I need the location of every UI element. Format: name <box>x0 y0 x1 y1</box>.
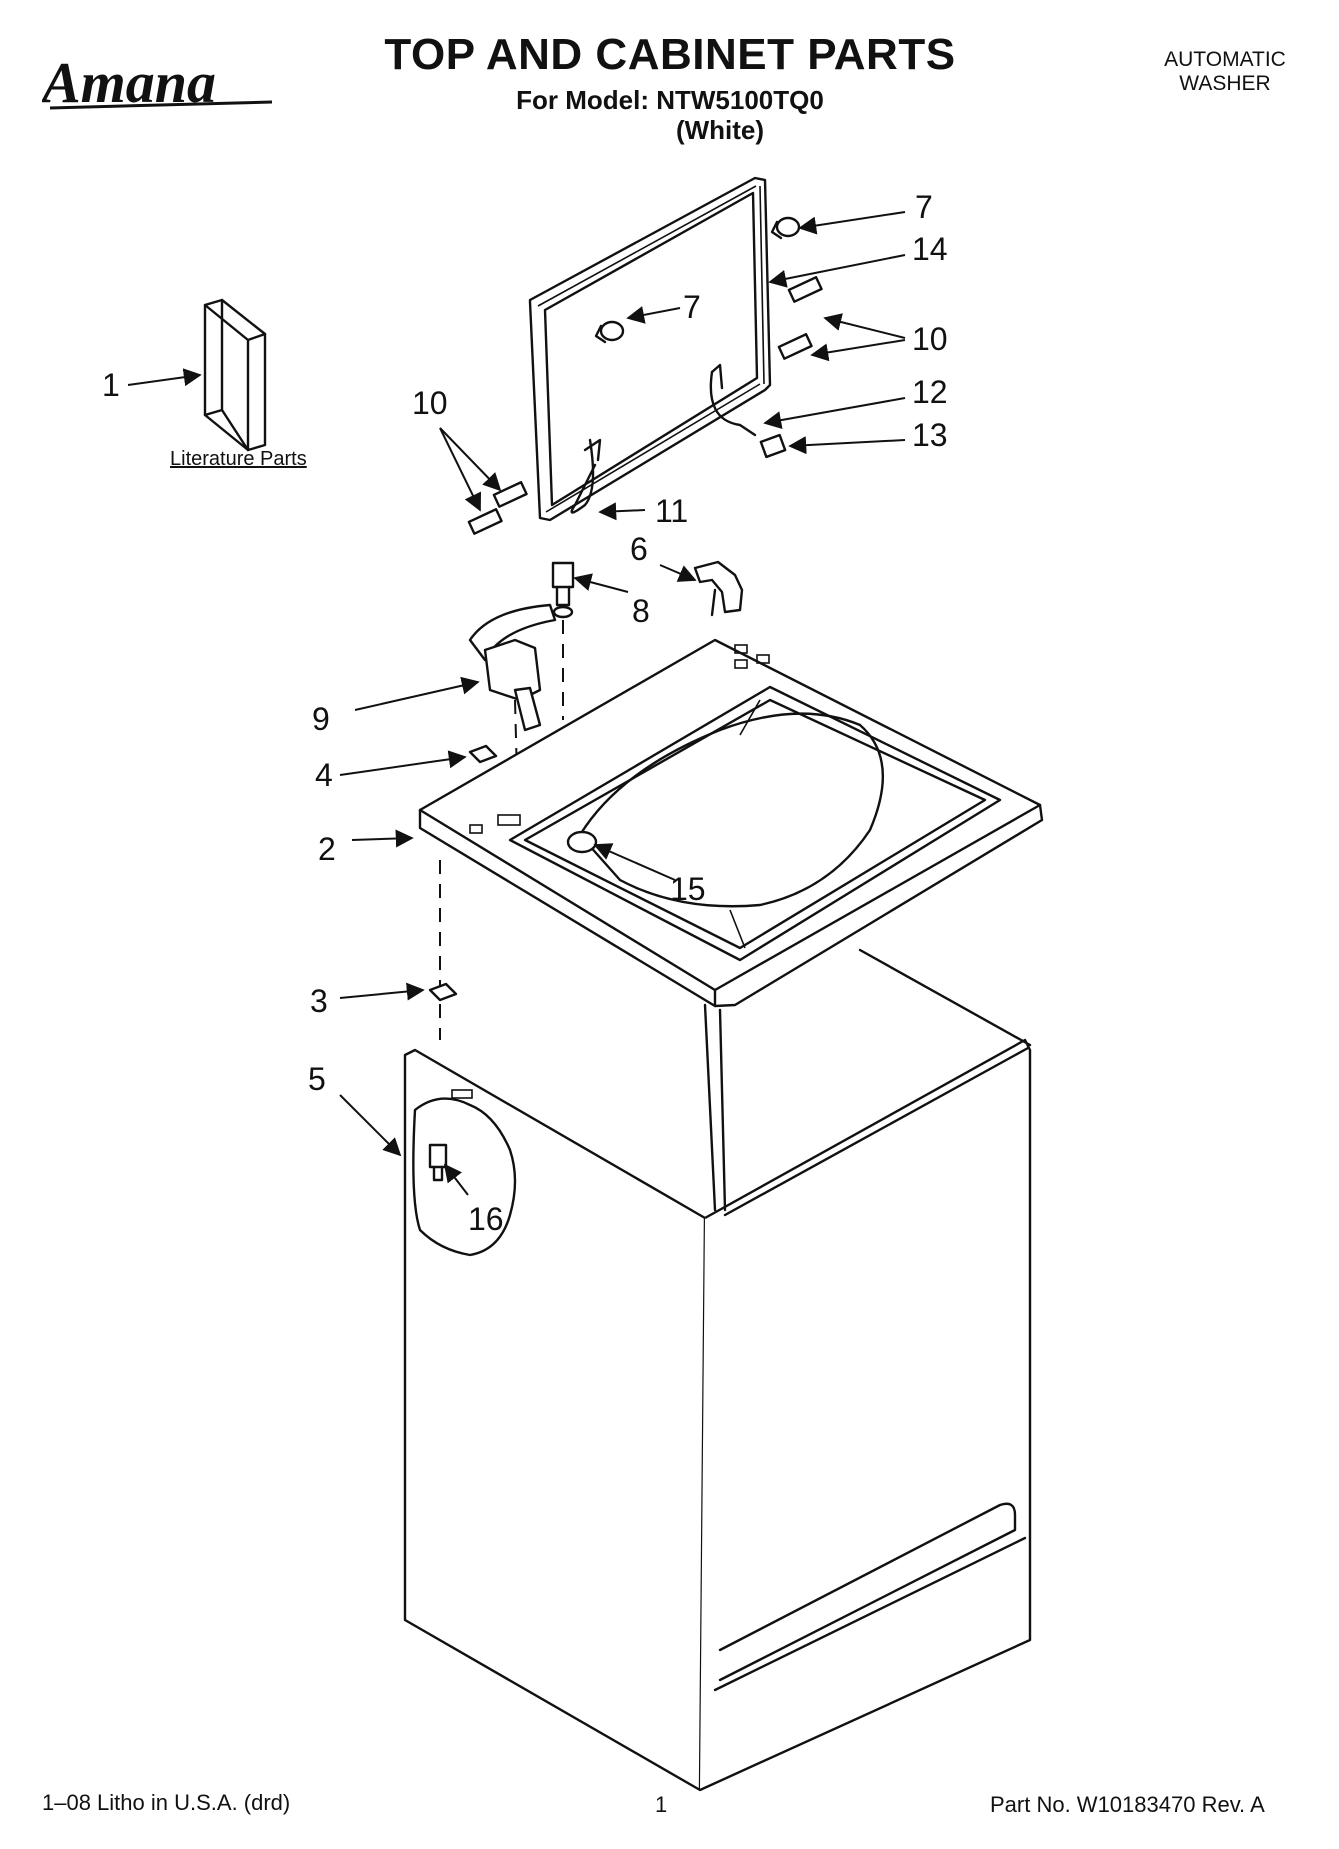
hinge-clip <box>693 560 744 617</box>
lid-bumper <box>770 216 801 240</box>
lid-bumper <box>594 320 625 344</box>
callout-4: 4 <box>315 757 333 793</box>
footer-print-info: 1–08 Litho in U.S.A. (drd) <box>42 1790 291 1815</box>
lid-assembly <box>467 176 823 535</box>
product-type: AUTOMATIC WASHER <box>1110 48 1339 96</box>
top-panel <box>418 638 1044 1008</box>
callout-6: 6 <box>630 531 648 567</box>
literature-parts-label: Literature Parts <box>170 448 307 470</box>
callout-15: 15 <box>670 871 706 907</box>
cabinet <box>403 948 1032 1792</box>
cabinet-screw <box>428 1143 448 1182</box>
callout-14: 14 <box>912 231 948 267</box>
hinge-nut <box>759 433 787 459</box>
amana-logo: Amana <box>42 50 273 115</box>
lid-switch <box>468 603 557 732</box>
callout-9: 9 <box>312 701 330 737</box>
callout-12: 12 <box>912 374 948 410</box>
callout-13: 13 <box>912 417 948 453</box>
leader-arrows <box>127 211 906 1196</box>
callout-1: 1 <box>102 367 120 403</box>
callout-11: 11 <box>655 493 688 529</box>
callout-10-left: 10 <box>412 385 448 421</box>
product-type-line-2: WASHER <box>1179 72 1271 95</box>
callout-8: 8 <box>632 593 650 629</box>
footer-part-number: Part No. W10183470 Rev. A <box>990 1792 1265 1817</box>
literature-booklet <box>203 298 267 452</box>
switch-screw <box>551 561 575 619</box>
callout-7-upper: 7 <box>915 189 933 225</box>
clip-3 <box>428 982 458 1002</box>
callout-5: 5 <box>308 1061 326 1097</box>
clip-4 <box>468 744 498 764</box>
callout-10-right: 10 <box>912 321 948 357</box>
footer-page-number: 1 <box>655 1792 668 1817</box>
callout-2: 2 <box>318 831 336 867</box>
model-color: (White) <box>675 115 765 145</box>
callout-7-lower: 7 <box>683 289 701 325</box>
callout-labels: 1 2 3 4 5 6 7 7 8 9 10 10 11 12 13 14 15… <box>102 189 948 1237</box>
callout-3: 3 <box>310 983 328 1019</box>
product-type-line-1: AUTOMATIC <box>1164 48 1286 71</box>
hinge-screw <box>467 276 823 535</box>
fill-hose-fitting <box>566 830 598 854</box>
model-number: For Model: NTW5100TQ0 <box>516 85 824 115</box>
callout-16: 16 <box>468 1201 504 1237</box>
page-title: TOP AND CABINET PARTS <box>384 30 956 79</box>
